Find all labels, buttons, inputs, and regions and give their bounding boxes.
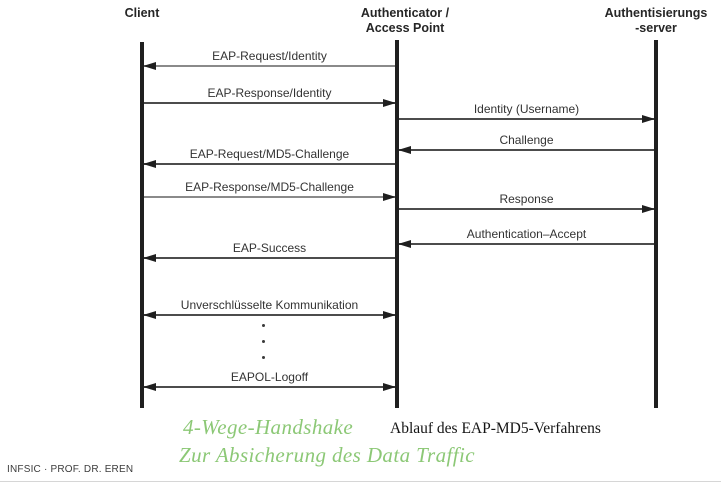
- actor-label-line1: Authenticator /: [360, 6, 450, 20]
- message-label: Response: [499, 192, 554, 206]
- arrowhead-left-icon: [143, 62, 156, 70]
- message-eap-success: EAP-Success: [143, 241, 395, 262]
- arrowhead-left-icon: [143, 160, 156, 168]
- message-line: [398, 146, 654, 154]
- message-line: [143, 62, 395, 70]
- message-label: Authentication–Accept: [466, 227, 587, 241]
- message-unencrypted-communication: Unverschlüsselte Kommunikation: [143, 298, 396, 319]
- arrowhead-left-icon: [398, 146, 411, 154]
- message-identity-username: Identity (Username): [399, 102, 655, 123]
- message-line: [398, 240, 654, 248]
- arrowhead-right-icon: [383, 193, 396, 201]
- message-eap-response-md5-challenge: EAP-Response/MD5-Challenge: [144, 180, 396, 201]
- lifeline-authenticator: [395, 40, 399, 408]
- continuation-dots-icon: [262, 324, 266, 372]
- message-line: [143, 254, 395, 262]
- message-eapol-logoff: EAPOL-Logoff: [143, 370, 396, 391]
- actor-header-auth-server: Authentisierungs -server: [605, 6, 708, 36]
- actor-label-line2: Access Point: [365, 21, 445, 35]
- actor-header-client: Client: [125, 6, 160, 21]
- footer-credit: INFSIC · PROF. DR. EREN: [7, 464, 134, 475]
- lifeline-client: [140, 42, 144, 408]
- message-label: Challenge: [499, 133, 554, 147]
- footer-divider: [0, 481, 721, 482]
- message-line: [399, 205, 655, 213]
- arrowhead-left-icon: [143, 254, 156, 262]
- message-label: EAP-Response/Identity: [207, 86, 332, 100]
- arrowhead-right-icon: [642, 115, 655, 123]
- actor-header-authenticator: Authenticator / Access Point: [361, 6, 449, 36]
- arrowhead-right-icon: [383, 99, 396, 107]
- message-eap-request-identity: EAP-Request/Identity: [143, 49, 395, 70]
- message-label: EAP-Success: [232, 241, 307, 255]
- message-eap-request-md5-challenge: EAP-Request/MD5-Challenge: [143, 147, 395, 168]
- message-challenge: Challenge: [398, 133, 654, 154]
- message-line: [143, 311, 396, 319]
- actor-label-line1: Authentisierungs: [604, 6, 708, 20]
- arrowhead-right-icon: [383, 383, 396, 391]
- overlay-text-absicherung: Zur Absicherung des Data Traffic: [179, 443, 475, 467]
- overlay-text-handshake: 4-Wege-Handshake: [183, 415, 354, 439]
- message-label: Unverschlüsselte Kommunikation: [180, 298, 359, 312]
- message-authentication-accept: Authentication–Accept: [398, 227, 654, 248]
- arrowhead-left-icon: [398, 240, 411, 248]
- message-line: [144, 99, 396, 107]
- message-response: Response: [399, 192, 655, 213]
- message-line: [399, 115, 655, 123]
- message-label: Identity (Username): [473, 102, 580, 116]
- message-line: [143, 160, 395, 168]
- diagram-caption: Ablauf des EAP-MD5-Verfahrens: [390, 420, 601, 437]
- message-line: [143, 383, 396, 391]
- actor-label: Client: [124, 6, 160, 20]
- message-label: EAPOL-Logoff: [230, 370, 309, 384]
- arrowhead-right-icon: [642, 205, 655, 213]
- arrowhead-right-icon: [383, 311, 396, 319]
- arrowhead-left-icon: [143, 311, 156, 319]
- message-line: [144, 193, 396, 201]
- message-label: EAP-Request/MD5-Challenge: [189, 147, 350, 161]
- arrowhead-left-icon: [143, 383, 156, 391]
- actor-label-line2: -server: [635, 21, 677, 35]
- message-label: EAP-Request/Identity: [212, 49, 327, 63]
- message-label: EAP-Response/MD5-Challenge: [185, 180, 354, 194]
- lifeline-auth-server: [654, 40, 658, 408]
- message-eap-response-identity: EAP-Response/Identity: [144, 86, 396, 107]
